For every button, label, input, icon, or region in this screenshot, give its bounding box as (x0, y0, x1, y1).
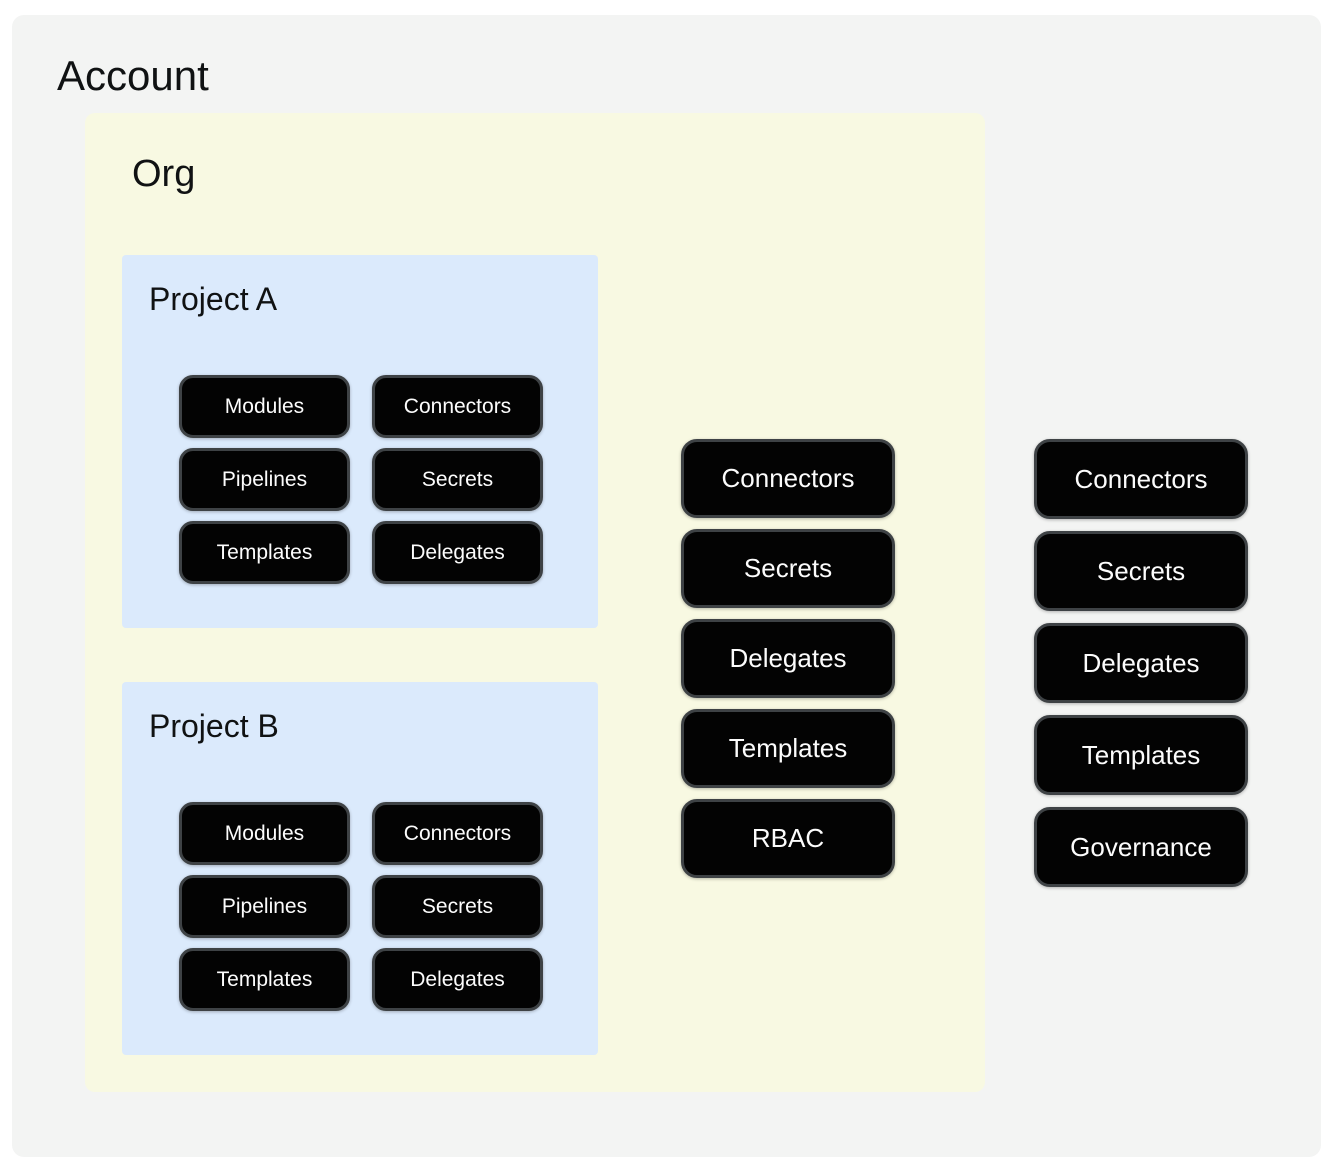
project-b-pill-connectors: Connectors (372, 802, 543, 865)
account-scope-container: Account Org Project A Modules Connectors… (12, 15, 1321, 1157)
project-b-resource-grid: Modules Connectors Pipelines Secrets Tem… (179, 802, 543, 1011)
project-a-resource-grid: Modules Connectors Pipelines Secrets Tem… (179, 375, 543, 584)
project-b-scope-title: Project B (149, 708, 279, 744)
project-a-pill-templates: Templates (179, 521, 350, 584)
project-b-pill-delegates: Delegates (372, 948, 543, 1011)
project-b-pill-modules: Modules (179, 802, 350, 865)
account-scope-title: Account (57, 52, 209, 99)
org-pill-secrets: Secrets (681, 529, 895, 608)
org-pill-delegates: Delegates (681, 619, 895, 698)
account-pill-secrets: Secrets (1034, 531, 1248, 611)
project-b-pill-secrets: Secrets (372, 875, 543, 938)
account-pill-connectors: Connectors (1034, 439, 1248, 519)
org-pill-templates: Templates (681, 709, 895, 788)
account-pill-delegates: Delegates (1034, 623, 1248, 703)
project-a-pill-modules: Modules (179, 375, 350, 438)
project-a-pill-pipelines: Pipelines (179, 448, 350, 511)
project-b-pill-templates: Templates (179, 948, 350, 1011)
project-a-scope-title: Project A (149, 281, 278, 317)
account-pill-templates: Templates (1034, 715, 1248, 795)
account-resource-column: Connectors Secrets Delegates Templates G… (1034, 439, 1248, 887)
org-scope-title: Org (132, 153, 196, 195)
org-pill-connectors: Connectors (681, 439, 895, 518)
project-a-pill-secrets: Secrets (372, 448, 543, 511)
account-pill-governance: Governance (1034, 807, 1248, 887)
org-scope-container: Org Project A Modules Connectors Pipelin… (85, 113, 985, 1092)
project-a-scope-container: Project A Modules Connectors Pipelines S… (122, 255, 598, 628)
project-b-pill-pipelines: Pipelines (179, 875, 350, 938)
org-pill-rbac: RBAC (681, 799, 895, 878)
project-b-scope-container: Project B Modules Connectors Pipelines S… (122, 682, 598, 1055)
project-a-pill-delegates: Delegates (372, 521, 543, 584)
project-a-pill-connectors: Connectors (372, 375, 543, 438)
org-resource-column: Connectors Secrets Delegates Templates R… (681, 439, 895, 878)
